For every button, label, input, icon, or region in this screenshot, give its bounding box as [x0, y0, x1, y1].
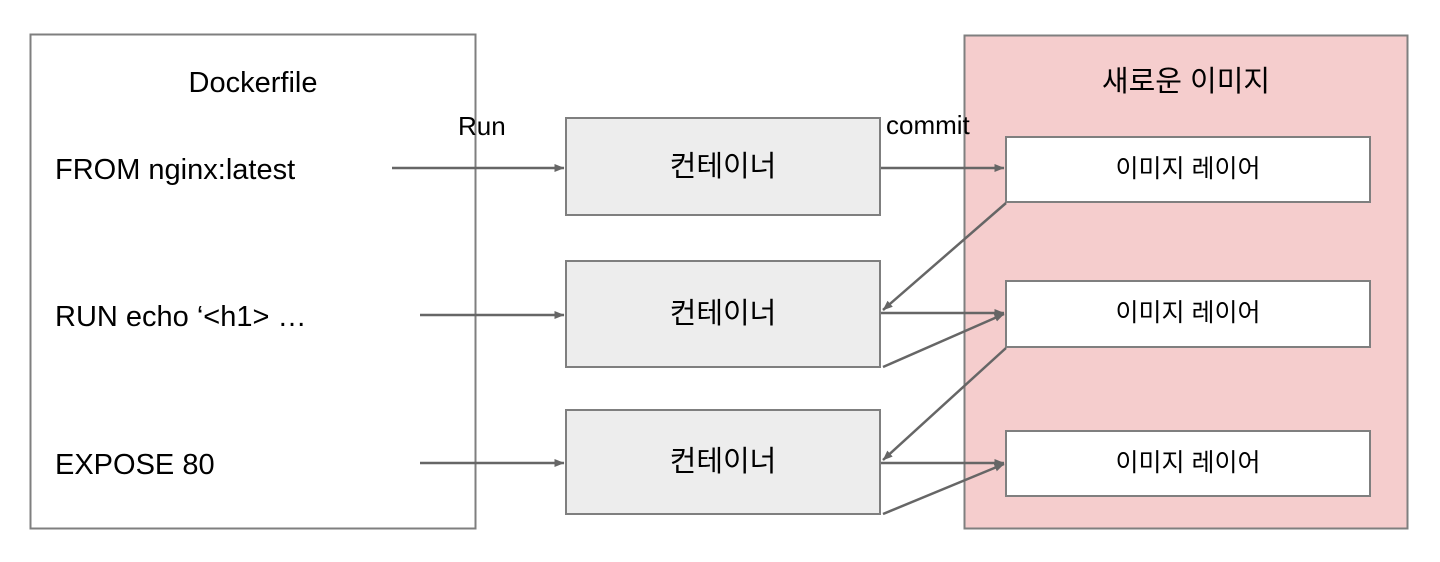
- image-layer-box-3[interactable]: [1005, 430, 1371, 497]
- container-box-2[interactable]: [565, 260, 881, 368]
- layer-to-container-arrow-2: [882, 347, 1007, 461]
- container-box-3[interactable]: [565, 409, 881, 515]
- layer-to-container-arrow-1: [882, 202, 1007, 311]
- dockerfile-panel-background: [29, 33, 477, 530]
- image-layer-box-1[interactable]: [1005, 136, 1371, 203]
- image-layer-box-2[interactable]: [1005, 280, 1371, 348]
- container-to-layer-arrow-1: [882, 312, 1005, 369]
- container-to-layer-arrow-2: [882, 462, 1005, 516]
- container-box-1[interactable]: [565, 117, 881, 216]
